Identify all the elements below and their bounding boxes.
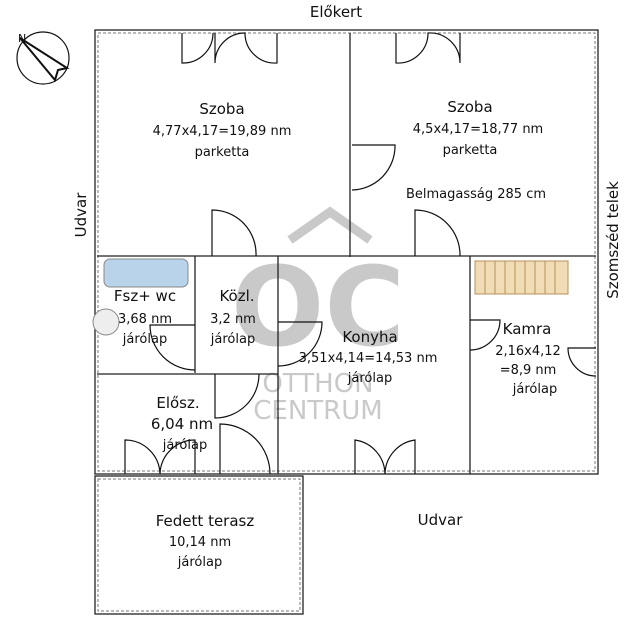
bathtub-icon	[103, 258, 189, 288]
svg-text:járólap: járólap	[347, 371, 392, 386]
room-furdo-wc: Fsz+ wc 3,68 nm járólap	[114, 287, 176, 347]
room-fedett-terasz: Fedett terasz 10,14 nm járólap	[156, 512, 255, 570]
label-top: Előkert	[310, 3, 362, 21]
svg-text:járólap: járólap	[210, 332, 255, 347]
stairs-icon	[474, 260, 569, 295]
svg-text:=8,9 nm: =8,9 nm	[500, 363, 557, 378]
compass-icon: N	[16, 31, 70, 85]
label-left: Udvar	[72, 192, 90, 238]
svg-text:Belmagasság 285 cm: Belmagasság 285 cm	[406, 187, 546, 202]
room-kozlekedo: Közl. 3,2 nm járólap	[210, 287, 256, 347]
doors	[124, 32, 597, 475]
svg-text:3,68 nm: 3,68 nm	[118, 312, 172, 327]
svg-text:4,77x4,17=19,89 nm: 4,77x4,17=19,89 nm	[153, 124, 292, 139]
svg-text:járólap: járólap	[162, 438, 207, 453]
svg-text:Közl.: Közl.	[219, 287, 254, 305]
svg-text:járólap: járólap	[122, 332, 167, 347]
svg-text:3,2 nm: 3,2 nm	[210, 312, 256, 327]
svg-text:parketta: parketta	[195, 145, 250, 160]
walls	[94, 29, 599, 615]
svg-text:3,51x4,14=14,53 nm: 3,51x4,14=14,53 nm	[299, 351, 438, 366]
room-konyha: Konyha 3,51x4,14=14,53 nm járólap	[299, 328, 438, 386]
svg-text:10,14 nm: 10,14 nm	[169, 535, 231, 550]
svg-text:Szoba: Szoba	[199, 100, 244, 118]
svg-text:Fedett terasz: Fedett terasz	[156, 512, 255, 530]
svg-text:CENTRUM: CENTRUM	[253, 396, 382, 426]
svg-text:4,5x4,17=18,77 nm: 4,5x4,17=18,77 nm	[413, 122, 543, 137]
svg-text:N: N	[18, 32, 26, 45]
label-right: Szomszéd telek	[604, 181, 622, 299]
watermark-logo: OC OTTHON CENTRUM	[231, 206, 405, 426]
svg-text:2,16x4,12: 2,16x4,12	[495, 344, 561, 359]
room-eloszoba: Elősz. 6,04 nm járólap	[151, 394, 213, 453]
svg-text:6,04 nm: 6,04 nm	[151, 415, 213, 433]
svg-text:OC: OC	[231, 243, 405, 371]
room-kamra: Kamra 2,16x4,12 =8,9 nm járólap	[495, 320, 561, 397]
room-szoba-2: Szoba 4,5x4,17=18,77 nm parketta Belmaga…	[406, 98, 546, 202]
svg-text:Elősz.: Elősz.	[156, 394, 199, 412]
svg-text:OTTHON: OTTHON	[262, 369, 373, 399]
svg-text:parketta: parketta	[443, 143, 498, 158]
toilet-icon	[92, 308, 120, 336]
room-szoba-1: Szoba 4,77x4,17=19,89 nm parketta	[153, 100, 292, 160]
svg-text:Kamra: Kamra	[503, 320, 552, 338]
label-bottom: Udvar	[418, 511, 464, 529]
svg-text:járólap: járólap	[512, 382, 557, 397]
svg-text:járólap: járólap	[177, 555, 222, 570]
svg-text:Fsz+ wc: Fsz+ wc	[114, 287, 176, 305]
svg-text:Konyha: Konyha	[342, 328, 397, 346]
svg-text:Szoba: Szoba	[447, 98, 492, 116]
